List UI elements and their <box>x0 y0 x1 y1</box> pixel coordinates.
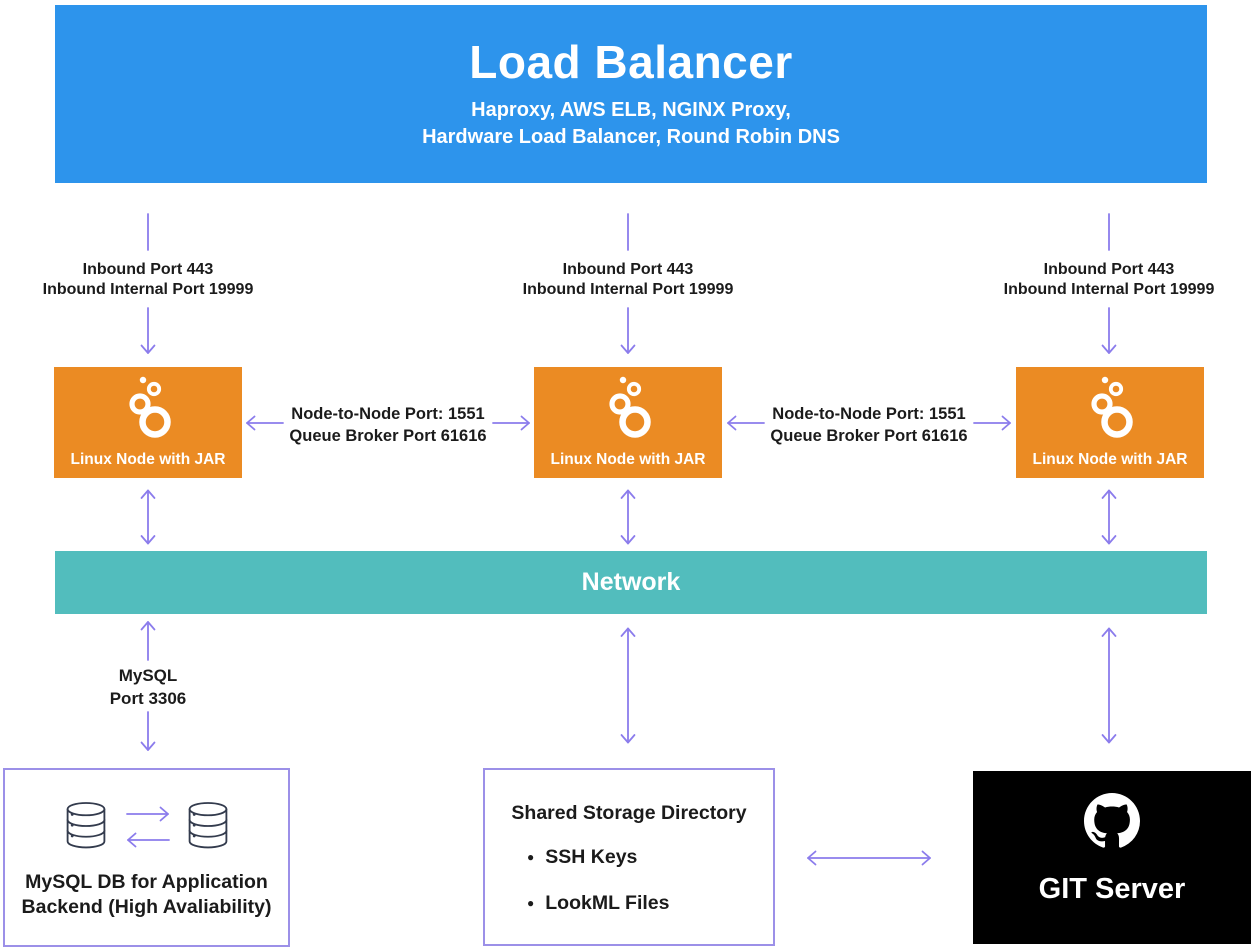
node-label: Linux Node with JAR <box>550 451 706 468</box>
arrow-right-icon <box>126 806 169 822</box>
github-icon <box>1084 793 1140 848</box>
list-item: SSH Keys <box>527 846 670 869</box>
linux-node-box: Linux Node with JAR <box>54 367 242 478</box>
load-balancer-title: Load Balancer <box>469 36 793 88</box>
arrow-left-right-icon <box>807 850 931 866</box>
git-server-box: GIT Server <box>973 771 1251 944</box>
arrow-up-down-icon <box>1101 627 1117 744</box>
linux-node-box: Linux Node with JAR <box>1016 367 1204 478</box>
arrow-right-icon <box>492 415 530 431</box>
node-link-label: Node-to-Node Port: 1551 Queue Broker Por… <box>289 405 487 445</box>
node-label: Linux Node with JAR <box>1032 451 1188 468</box>
arrow-up-down-icon <box>620 627 636 744</box>
looker-icon <box>609 376 651 438</box>
arrow-up-down-icon <box>1101 489 1117 545</box>
inbound-ports-label: Inbound Port 443 Inbound Internal Port 1… <box>1003 261 1215 298</box>
connector-line <box>1108 213 1110 251</box>
load-balancer-subtitle: Haproxy, AWS ELB, NGINX Proxy, Hardware … <box>422 99 840 148</box>
inbound-ports-label: Inbound Port 443 Inbound Internal Port 1… <box>42 261 254 298</box>
arrow-left-icon <box>127 832 170 848</box>
network-label: Network <box>581 568 681 596</box>
node-link-label: Node-to-Node Port: 1551 Queue Broker Por… <box>770 405 968 445</box>
shared-storage-box: Shared Storage Directory SSH Keys LookML… <box>483 768 775 946</box>
linux-node-box: Linux Node with JAR <box>534 367 722 478</box>
load-balancer-box: Load Balancer Haproxy, AWS ELB, NGINX Pr… <box>55 5 1207 183</box>
looker-icon <box>129 376 171 438</box>
node-label: Linux Node with JAR <box>70 451 226 468</box>
arrow-left-icon <box>727 415 765 431</box>
list-item: LookML Files <box>527 892 669 915</box>
mysql-port-label: MySQL Port 3306 <box>109 666 187 708</box>
arrow-left-icon <box>246 415 284 431</box>
database-icon <box>66 802 106 849</box>
mysql-db-box: MySQL DB for Application Backend (High A… <box>3 768 290 947</box>
arrow-up-down-icon <box>140 489 156 545</box>
arrow-up-icon <box>140 621 156 661</box>
inbound-ports-label: Inbound Port 443 Inbound Internal Port 1… <box>522 261 734 298</box>
mysql-db-caption: MySQL DB for Application Backend (High A… <box>21 871 272 918</box>
connector-line <box>627 213 629 251</box>
arrow-down-icon <box>620 307 636 354</box>
database-icon <box>188 802 228 849</box>
connector-line <box>147 213 149 251</box>
shared-storage-title: Shared Storage Directory <box>511 802 747 824</box>
git-server-label: GIT Server <box>1038 873 1186 905</box>
network-bar: Network <box>55 551 1207 614</box>
looker-icon <box>1091 376 1133 438</box>
arrow-down-icon <box>140 711 156 751</box>
shared-storage-list: SSH Keys LookML Files <box>527 846 670 938</box>
arrow-down-icon <box>140 307 156 354</box>
arrow-down-icon <box>1101 307 1117 354</box>
arrow-right-icon <box>973 415 1011 431</box>
arrow-up-down-icon <box>620 489 636 545</box>
